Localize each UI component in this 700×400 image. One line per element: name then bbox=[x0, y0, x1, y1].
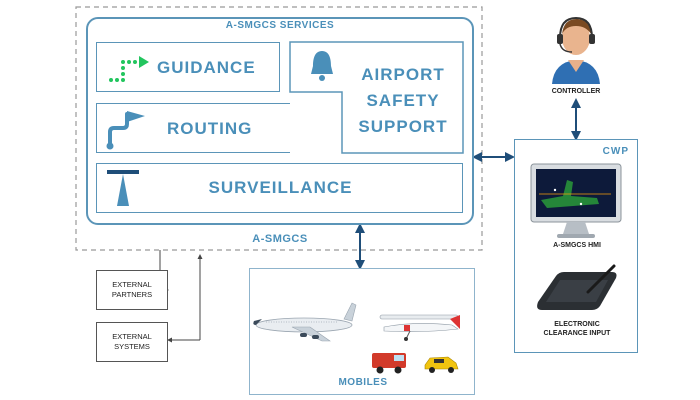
controller-label: CONTROLLER bbox=[551, 88, 601, 95]
tablet-pen-icon bbox=[537, 264, 617, 310]
guidance-box[interactable]: GUIDANCE bbox=[96, 42, 280, 92]
clearance-input-label: ELECTRONIC CLEARANCE INPUT bbox=[515, 320, 639, 338]
routing-icon bbox=[106, 111, 145, 150]
follow-me-car-icon bbox=[424, 356, 459, 373]
mobiles-box[interactable]: MOBILES bbox=[249, 268, 475, 395]
monitor-icon bbox=[530, 163, 622, 238]
external-partners-line1: EXTERNAL bbox=[112, 280, 152, 289]
asmgcs-dashed-frame bbox=[75, 6, 483, 251]
safety-line-3: SUPPORT bbox=[358, 117, 448, 136]
safety-line-1: AIRPORT bbox=[361, 65, 445, 84]
asmgcs-label: A-SMGCS bbox=[252, 233, 308, 245]
guidance-icon bbox=[109, 56, 149, 82]
services-title: A-SMGCS SERVICES bbox=[225, 20, 335, 31]
external-systems-line2: SYSTEMS bbox=[114, 342, 150, 351]
surveillance-label: SURVEILLANCE bbox=[208, 178, 353, 197]
external-partners-box[interactable]: EXTERNAL PARTNERS bbox=[96, 270, 168, 310]
airliner-icon bbox=[253, 302, 357, 342]
external-partners-line2: PARTNERS bbox=[111, 290, 153, 299]
surveillance-icon bbox=[107, 170, 139, 206]
cwp-box[interactable]: CWP A-SMGCS HMI ELECTRONIC CLEARANCE INP… bbox=[514, 139, 638, 353]
clearance-line1: ELECTRONIC bbox=[554, 321, 600, 328]
surveillance-box[interactable]: SURVEILLANCE bbox=[96, 163, 463, 213]
hmi-label: A-SMGCS HMI bbox=[553, 242, 601, 249]
routing-label: ROUTING bbox=[167, 119, 253, 138]
clearance-line2: CLEARANCE INPUT bbox=[543, 330, 611, 337]
guidance-label: GUIDANCE bbox=[157, 58, 256, 77]
small-aircraft-icon bbox=[379, 314, 460, 341]
mobiles-label: MOBILES bbox=[338, 377, 388, 388]
safety-support-label: AIRPORT SAFETY SUPPORT bbox=[346, 62, 460, 140]
fire-truck-icon bbox=[372, 353, 406, 374]
bell-icon bbox=[311, 51, 333, 81]
cwp-title: CWP bbox=[602, 146, 629, 157]
external-systems-box[interactable]: EXTERNAL SYSTEMS bbox=[96, 322, 168, 362]
controller-icon bbox=[552, 16, 600, 84]
safety-line-2: SAFETY bbox=[366, 91, 440, 110]
external-systems-line1: EXTERNAL bbox=[112, 332, 152, 341]
